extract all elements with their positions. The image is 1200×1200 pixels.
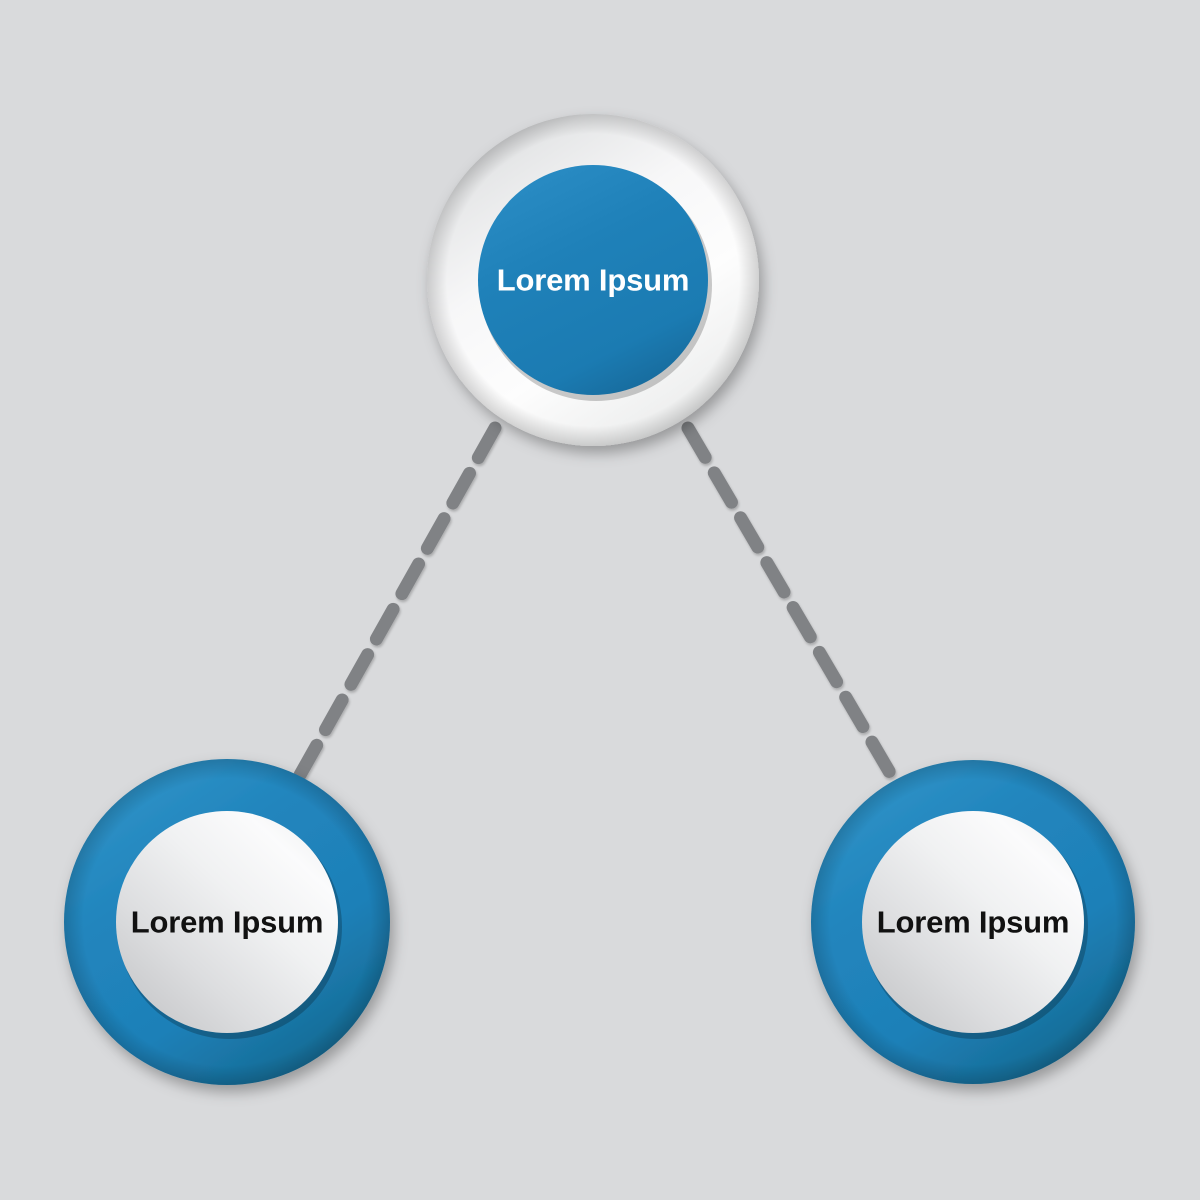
node-bottom-right[interactable]: Lorem Ipsum [811, 760, 1135, 1084]
node-bottom-left-inner-disc [116, 811, 338, 1033]
connector-group [293, 421, 900, 929]
node-bottom-left-label: Lorem Ipsum [131, 905, 323, 940]
node-bottom-right-inner-disc [862, 811, 1084, 1033]
node-bottom-left[interactable]: Lorem Ipsum [64, 759, 390, 1085]
node-bottom-right-label: Lorem Ipsum [877, 905, 1069, 940]
node-top-inner-disc [478, 165, 708, 395]
node-top[interactable]: Lorem Ipsum [427, 114, 759, 446]
node-top-label: Lorem Ipsum [497, 263, 689, 298]
connector-top-to-bottom-right [681, 421, 900, 785]
connector-top-to-bottom-left [293, 421, 502, 782]
